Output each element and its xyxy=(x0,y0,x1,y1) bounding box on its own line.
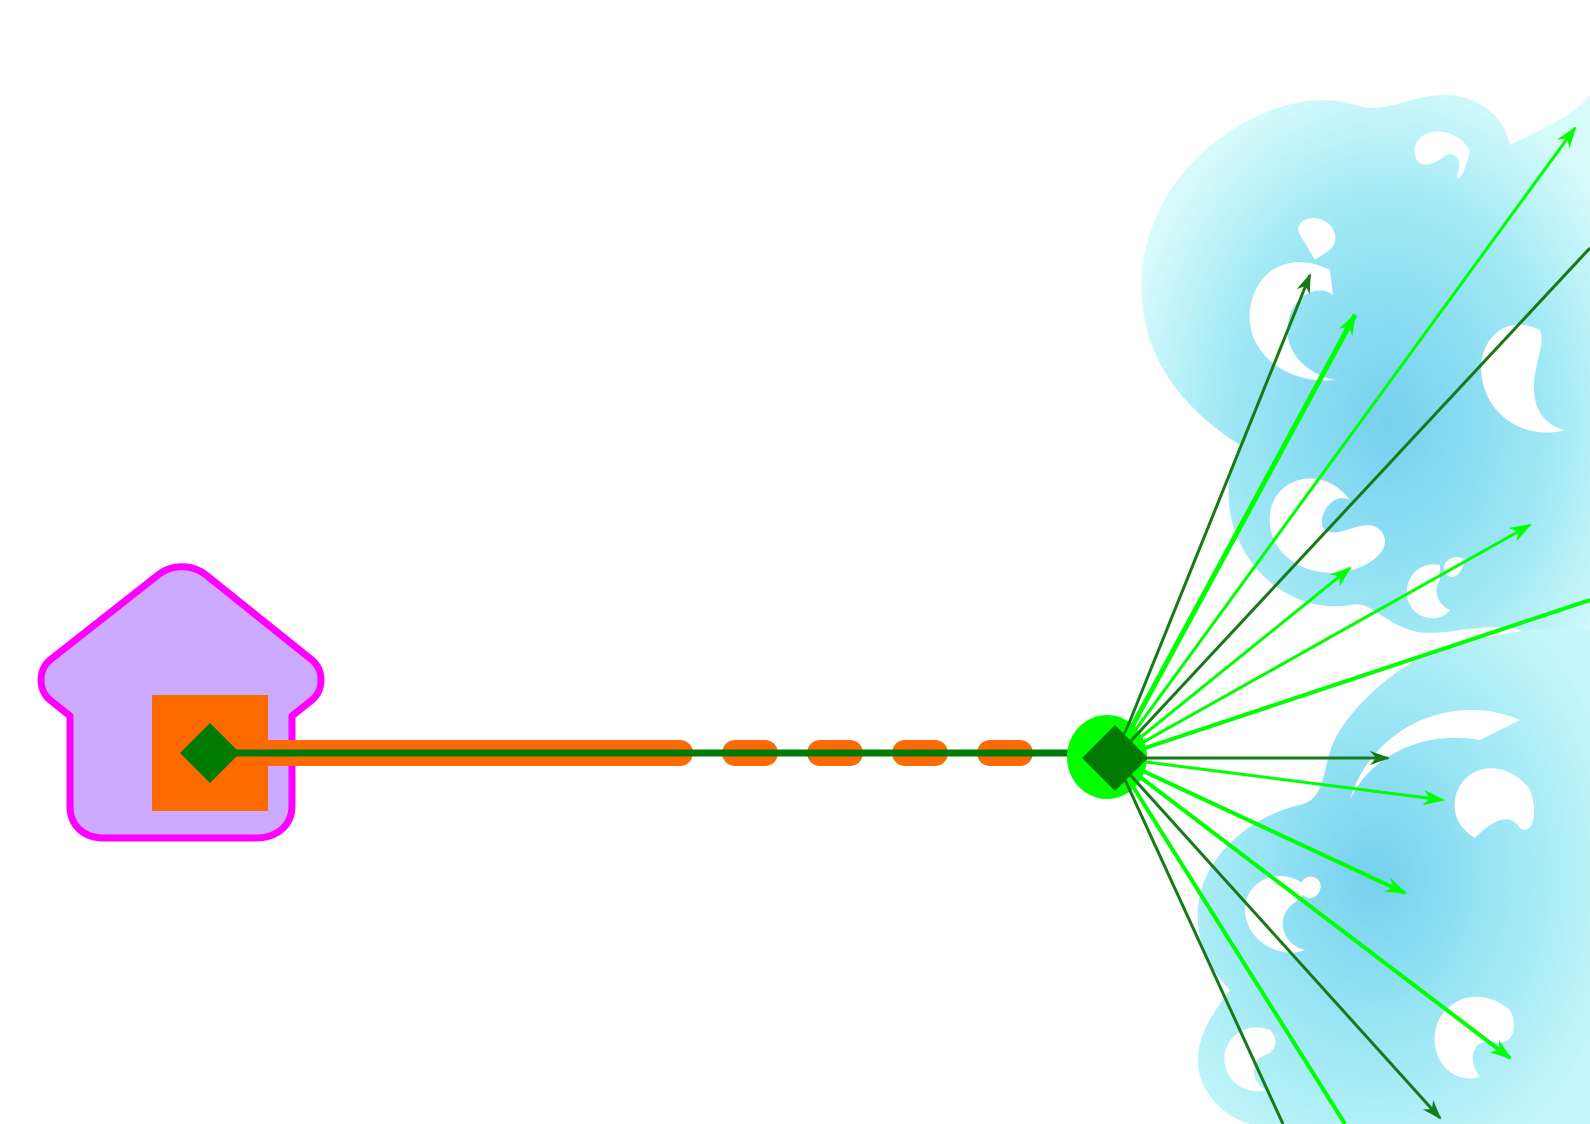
ray-arrow-10 xyxy=(1114,756,1407,895)
ray-arrow-7 xyxy=(1114,598,1590,760)
cloud-swirl-upper xyxy=(1141,95,1590,690)
ray-group xyxy=(1112,126,1590,1124)
ray-arrow-3 xyxy=(1113,126,1577,759)
ray-arrow-11 xyxy=(1113,756,1512,1060)
ray-arrow-1 xyxy=(1113,273,1312,759)
ray-arrow-6 xyxy=(1114,523,1532,760)
ray-arrow-13 xyxy=(1113,756,1347,1124)
house-node[interactable] xyxy=(37,563,325,842)
hub-diamond-icon[interactable] xyxy=(1082,725,1148,791)
source-diamond-icon[interactable] xyxy=(180,723,240,783)
cloud-swirls-background xyxy=(1141,95,1590,1124)
ray-arrow-14 xyxy=(1113,757,1285,1124)
ray-arrow-12 xyxy=(1113,756,1442,1120)
ray-arrow-9 xyxy=(1114,756,1446,806)
ray-arrow-2 xyxy=(1112,313,1358,760)
ray-arrow-5 xyxy=(1114,566,1352,760)
ray-arrow-4 xyxy=(1113,246,1590,760)
cloud-swirl-lower xyxy=(1197,628,1590,1124)
